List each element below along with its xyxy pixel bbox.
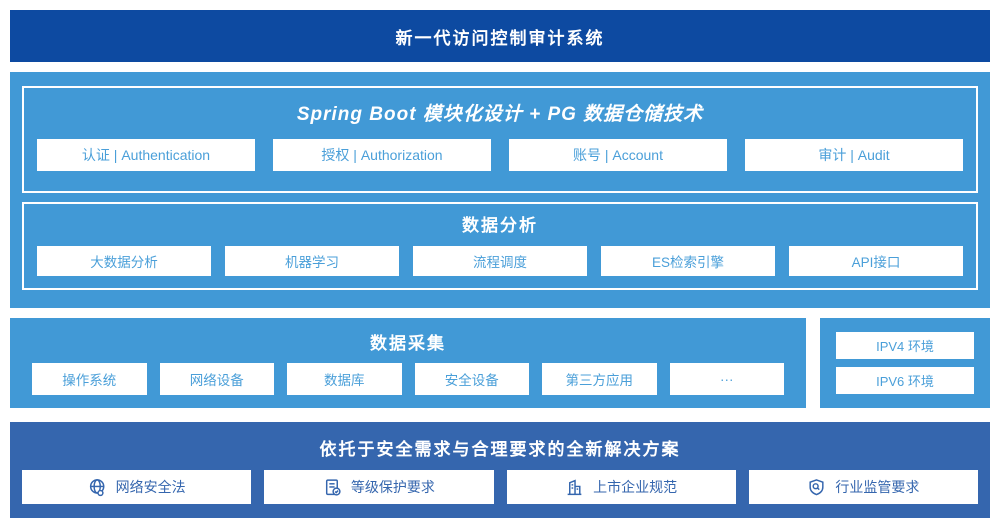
env-box-ipv6: IPV6 环境	[836, 367, 974, 394]
shield-search-icon	[807, 478, 826, 497]
collection-title: 数据采集	[370, 334, 446, 353]
solution-label: 等级保护要求	[350, 479, 435, 495]
analysis-box-bigdata: 大数据分析	[37, 246, 211, 276]
middle-row: 数据采集 操作系统 网络设备 数据库 安全设备 第三方应用 ··· IPV4 环…	[10, 318, 990, 408]
analysis-row: 大数据分析 机器学习 流程调度 ES检索引擎 API接口	[37, 246, 963, 276]
collection-box-os: 操作系统	[32, 363, 147, 395]
solution-label: 上市企业规范	[593, 479, 678, 495]
collection-section: 数据采集 操作系统 网络设备 数据库 安全设备 第三方应用 ···	[10, 318, 806, 408]
platform-section: Spring Boot 模块化设计 + PG 数据仓储技术 认证 | Authe…	[10, 72, 990, 308]
collection-box-more: ···	[669, 363, 784, 395]
modules-header: Spring Boot 模块化设计 + PG 数据仓储技术	[296, 104, 704, 125]
solution-label: 行业监管要求	[835, 479, 920, 495]
solution-box-industry-regulation: 行业监管要求	[748, 470, 978, 504]
environment-panel: IPV4 环境 IPV6 环境	[820, 318, 990, 408]
system-title: 新一代访问控制审计系统	[395, 28, 605, 48]
solution-box-classified-protection: 等级保护要求	[264, 470, 494, 504]
analysis-box-workflow: 流程调度	[413, 246, 587, 276]
collection-box-network-device: 网络设备	[159, 363, 274, 395]
collection-box-third-party: 第三方应用	[542, 363, 657, 395]
analysis-box-es-search: ES检索引擎	[601, 246, 775, 276]
solution-box-cybersecurity-law: 网络安全法	[22, 470, 252, 504]
solution-section: 依托于安全需求与合理要求的全新解决方案 网络安全法	[10, 422, 990, 518]
system-title-banner: 新一代访问控制审计系统	[10, 10, 990, 62]
solution-label: 网络安全法	[115, 479, 186, 495]
analysis-box-api: API接口	[789, 246, 963, 276]
analysis-title: 数据分析	[462, 216, 538, 235]
analysis-panel: 数据分析 大数据分析 机器学习 流程调度 ES检索引擎 API接口	[22, 202, 978, 290]
env-box-ipv4: IPV4 环境	[836, 332, 974, 359]
module-box-authorization: 授权 | Authorization	[273, 139, 491, 171]
analysis-box-machine-learning: 机器学习	[225, 246, 399, 276]
modules-panel: Spring Boot 模块化设计 + PG 数据仓储技术 认证 | Authe…	[22, 86, 978, 193]
solution-row: 网络安全法 等级保护要求	[22, 470, 978, 504]
module-box-account: 账号 | Account	[509, 139, 727, 171]
collection-box-security-device: 安全设备	[414, 363, 529, 395]
module-box-authentication: 认证 | Authentication	[37, 139, 255, 171]
document-check-icon	[323, 478, 342, 497]
collection-row: 操作系统 网络设备 数据库 安全设备 第三方应用 ···	[32, 363, 784, 395]
module-box-audit: 审计 | Audit	[745, 139, 963, 171]
solution-title: 依托于安全需求与合理要求的全新解决方案	[319, 440, 681, 459]
solution-box-listed-company: 上市企业规范	[506, 470, 736, 504]
modules-row: 认证 | Authentication 授权 | Authorization 账…	[37, 139, 963, 171]
building-icon	[565, 478, 584, 497]
collection-box-database: 数据库	[287, 363, 402, 395]
globe-icon	[88, 478, 107, 497]
